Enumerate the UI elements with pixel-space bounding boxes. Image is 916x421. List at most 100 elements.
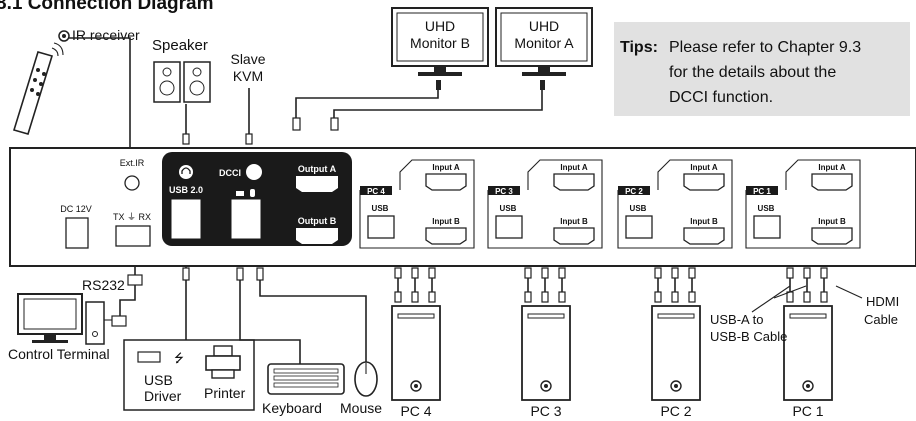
pc4-tower	[391, 267, 441, 401]
pc4-input-b-port	[425, 227, 467, 245]
monitor-a: UHD Monitor A	[495, 7, 593, 76]
pc3-module: PC 3 USB Input A Input B	[487, 159, 603, 249]
pc1-usb-port	[753, 215, 781, 239]
pc3-usb-port	[495, 215, 523, 239]
mouse-label: Mouse	[340, 400, 382, 416]
dc12v-port	[65, 217, 89, 249]
tips-line-2: for the details about the	[669, 64, 836, 81]
pc4-input-b-label: Input B	[432, 217, 460, 226]
tips-box: Tips: Please refer to Chapter 9.3 for th…	[614, 22, 910, 116]
output-a-port	[296, 176, 338, 192]
pc4-label: PC 4	[400, 403, 431, 419]
usb-cable-line2: USB-B Cable	[710, 329, 787, 344]
pc1-usb-label: USB	[758, 204, 775, 213]
pc3-input-b-label: Input B	[560, 217, 588, 226]
usb20-port	[171, 199, 201, 239]
kvm-rear-panel: Ext.IR DC 12V TX ⏚ RX USB 2.0 DCCI Outpu…	[9, 147, 916, 267]
pc4-tag: PC 4	[367, 187, 385, 196]
pc4-module: PC 4 USB Input A Input B	[359, 159, 475, 249]
monitor-b-line1: UHD	[425, 18, 455, 34]
control-terminal-label: Control Terminal	[8, 346, 110, 362]
ext-ir-label: Ext.IR	[120, 158, 145, 168]
pc4-input-a-label: Input A	[432, 163, 459, 172]
printer-icon	[205, 345, 241, 379]
pc2-input-b-port	[683, 227, 725, 245]
rs232-label: RS232	[82, 277, 125, 293]
hdmi-cable-line2: Cable	[864, 312, 898, 327]
control-terminal: RS232 Control Terminal	[8, 266, 143, 362]
headphone-port	[179, 165, 193, 179]
keyboard-label: Keyboard	[262, 400, 322, 416]
terminal-tower-icon	[85, 301, 105, 345]
pc2-module: PC 2 USB Input A Input B	[617, 159, 733, 249]
usb-devices: ⭍ USB Driver Printer	[123, 266, 255, 411]
pc3-label: PC 3	[530, 403, 561, 419]
pc2-tower	[651, 267, 701, 401]
pc4-usb-port	[367, 215, 395, 239]
speaker-label: Speaker	[152, 37, 208, 54]
usb-cable-line1: USB-A to	[710, 312, 763, 327]
speaker-icon: Speaker	[152, 37, 211, 145]
pc2-input-b-label: Input B	[690, 217, 718, 226]
rs232-port	[115, 225, 151, 247]
output-a-label: Output A	[298, 164, 337, 174]
tips-label: Tips:	[620, 39, 658, 56]
kvm-usb-port	[231, 199, 261, 239]
pc1-input-b-port	[811, 227, 853, 245]
ext-ir-port	[124, 175, 140, 191]
usb-symbol-icon: ⭍	[174, 351, 184, 365]
output-b-port	[296, 228, 338, 244]
pc3-input-a-port	[553, 173, 595, 191]
hdmi-cable-line1: HDMI	[866, 294, 899, 309]
usb-driver-line2: Driver	[144, 388, 182, 404]
pc1-tower	[783, 267, 833, 401]
monitor-a-line2: Monitor A	[514, 35, 574, 51]
keyboard-icon	[267, 363, 345, 395]
pc3-input-a-label: Input A	[560, 163, 587, 172]
pc3-tower	[521, 267, 571, 401]
dcci-label: DCCI	[219, 168, 241, 178]
cable-callouts: USB-A to USB-B Cable HDMI Cable	[710, 285, 899, 344]
pc3-input-b-port	[553, 227, 595, 245]
pc1-label: PC 1	[792, 403, 823, 419]
diagram-title: 8.1 Connection Diagram	[0, 0, 214, 14]
usb-stick-icon	[137, 351, 161, 363]
monitor-a-line1: UHD	[529, 18, 559, 34]
usb20-label: USB 2.0	[169, 185, 203, 195]
pc2-input-a-port	[683, 173, 725, 191]
slave-kvm: Slave KVM	[230, 51, 266, 145]
monitor-b: UHD Monitor B	[391, 7, 489, 76]
monitor-cables	[292, 80, 545, 131]
pc1-input-b-label: Input B	[818, 217, 846, 226]
keyboard-port-icon	[236, 191, 244, 196]
tips-line-3: DCCI function.	[669, 89, 773, 106]
pc1-input-a-port	[811, 173, 853, 191]
pc2-tag: PC 2	[625, 187, 643, 196]
monitor-b-line2: Monitor B	[410, 35, 470, 51]
pc2-usb-label: USB	[630, 204, 647, 213]
slave-kvm-line2: KVM	[233, 68, 263, 84]
pc4-input-a-port	[425, 173, 467, 191]
rs232-connector-icon	[127, 274, 143, 286]
keyboard-mouse: Keyboard Mouse	[236, 267, 382, 416]
printer-label: Printer	[204, 385, 246, 401]
slave-kvm-line1: Slave	[230, 51, 265, 67]
host-section	[162, 152, 352, 246]
dcci-port	[246, 164, 262, 180]
dc12v-label: DC 12V	[60, 204, 92, 214]
pc1-input-a-label: Input A	[818, 163, 845, 172]
pc2-input-a-label: Input A	[690, 163, 717, 172]
pc2-label: PC 2	[660, 403, 691, 419]
pc-towers	[391, 267, 833, 401]
pc3-tag: PC 3	[495, 187, 513, 196]
pc1-tag: PC 1	[753, 187, 771, 196]
usb-driver-line1: USB	[144, 372, 173, 388]
tx-rx-label: TX ⏚ RX	[113, 212, 151, 222]
pc1-module: PC 1 USB Input A Input B	[745, 159, 861, 249]
mouse-icon	[354, 361, 378, 397]
tips-background	[614, 22, 910, 116]
mouse-port-icon	[250, 189, 255, 197]
remote-control-icon	[12, 42, 64, 135]
